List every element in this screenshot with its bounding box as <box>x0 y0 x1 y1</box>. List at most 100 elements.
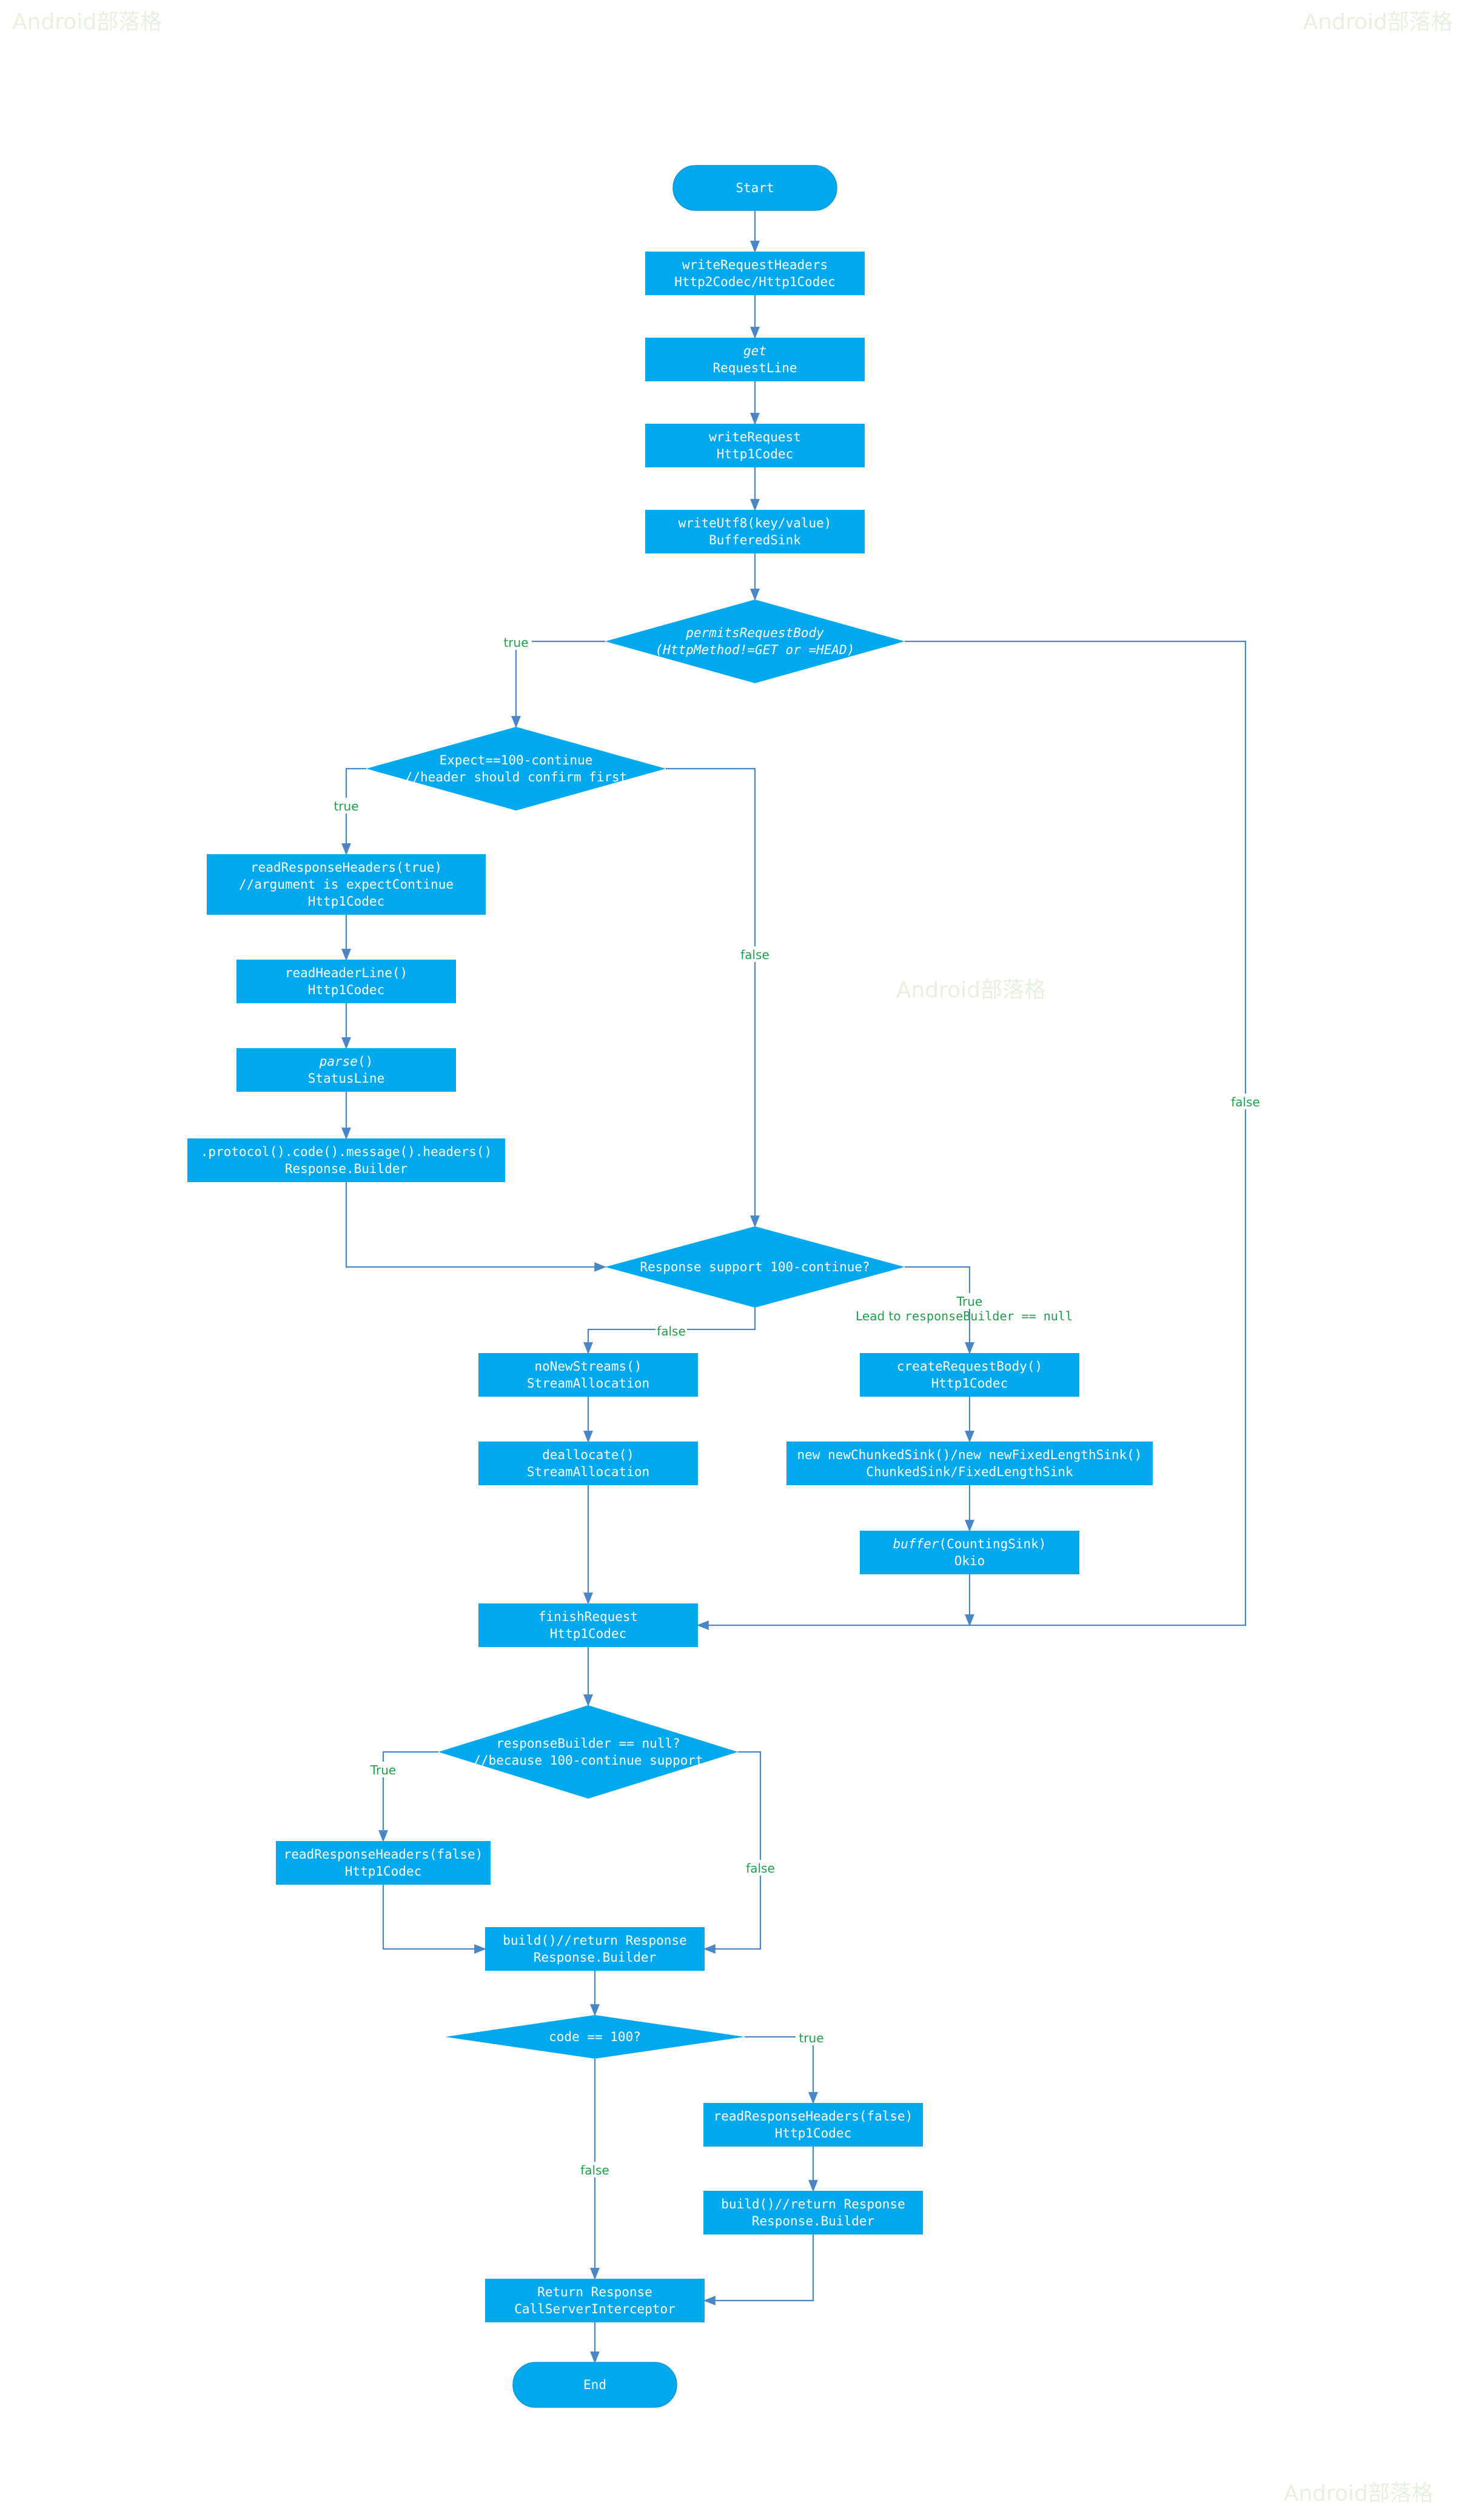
flow-arrow <box>703 1751 762 1954</box>
node-label-line: writeRequestHeaders <box>682 258 828 272</box>
node-protocol: .protocol().code().message().headers() Re… <box>187 1138 505 1182</box>
node-label-line: //header should confirm first <box>405 770 628 784</box>
decision-shape <box>605 1226 905 1308</box>
flow-arrow <box>382 1885 486 1954</box>
node-label-line: .protocol().code().message().headers() <box>201 1145 492 1159</box>
process-shape <box>478 1603 698 1647</box>
node-expect-continue: Expect==100-continue //header should conf… <box>366 727 666 810</box>
decision-shape <box>366 727 666 810</box>
node-label-line: Http1Codec <box>717 447 793 461</box>
flow-arrow <box>378 1751 438 1842</box>
process-shape <box>860 1531 1079 1574</box>
flow-arrow <box>341 767 366 855</box>
flow-arrow <box>511 640 605 728</box>
node-label-line: BufferedSink <box>709 533 801 547</box>
node-label-line: Response.Builder <box>534 1950 656 1965</box>
watermark-text: Android部落格 <box>1284 2481 1433 2506</box>
node-label-line: StreamAllocation <box>527 1376 649 1391</box>
terminal-shape <box>672 165 837 211</box>
node-label-line: readResponseHeaders(true) <box>250 860 442 875</box>
node-code-100: code == 100? <box>445 2015 745 2059</box>
node-label-line: Http1Codec <box>308 983 384 997</box>
node-builder-null: responseBuilder == null? //because 100-co… <box>438 1705 738 1799</box>
node-read-resp-headers-true: readResponseHeaders(true) //argument is e… <box>207 854 486 915</box>
edge-label-expect-true: true <box>334 799 358 814</box>
node-label-line: Http1Codec <box>775 2126 851 2141</box>
node-label-line: writeRequest <box>709 430 801 444</box>
flow-arrow <box>745 2036 818 2104</box>
node-support-continue: Response support 100-continue? <box>605 1226 905 1308</box>
node-label-line: buffer(CountingSink) <box>893 1537 1047 1551</box>
flow-arrow <box>703 2234 814 2305</box>
process-shape <box>645 424 865 467</box>
edge-label-builder-false: false <box>746 1861 775 1876</box>
node-label-line: readHeaderLine() <box>285 966 407 980</box>
edge-label-bg <box>745 1860 776 1876</box>
node-label-line: End <box>583 2378 606 2392</box>
node-label-line: //argument is expectContinue <box>239 877 454 892</box>
edge-label-code-true: true <box>799 2031 823 2045</box>
node-label-line: get <box>743 344 766 358</box>
node-label-line: RequestLine <box>712 361 797 375</box>
process-shape <box>236 1048 456 1092</box>
node-read-resp-headers-false1: readResponseHeaders(false)Http1Codec <box>276 1841 491 1885</box>
node-label-line: Response.Builder <box>752 2214 874 2228</box>
terminal-shape <box>512 2362 677 2408</box>
process-shape <box>703 2191 923 2234</box>
decision-shape <box>605 600 905 683</box>
process-shape <box>860 1353 1079 1397</box>
node-label-line: responseBuilder == null? <box>496 1736 680 1751</box>
node-label-line: parse() <box>319 1054 374 1069</box>
node-label-line: build()//return Response <box>721 2197 905 2211</box>
process-shape <box>478 1442 698 1485</box>
node-label-line: Response support 100-continue? <box>640 1260 870 1274</box>
node-new-sink: new newChunkedSink()/new newFixedLengthS… <box>786 1442 1153 1485</box>
process-shape <box>478 1353 698 1397</box>
node-label-line: Expect==100-continue <box>440 753 593 767</box>
node-label-line: Start <box>736 181 774 195</box>
edge-label-bg <box>954 1293 985 1309</box>
node-label-line: code == 100? <box>549 2030 641 2044</box>
node-label-line: Http2Codec/Http1Codec <box>674 275 836 289</box>
node-label-line: writeUtf8(key/value) <box>679 516 832 530</box>
decision-shape <box>438 1705 738 1799</box>
process-shape <box>703 2103 923 2147</box>
node-label-line: StatusLine <box>308 1071 384 1086</box>
flow-arrow <box>345 1182 606 1272</box>
node-label-line: ChunkedSink/FixedLengthSink <box>866 1465 1073 1479</box>
node-create-body: createRequestBody() Http1Codec <box>860 1353 1079 1397</box>
flow-arrow <box>666 767 760 1228</box>
node-buffer: buffer(CountingSink)Okio <box>860 1531 1079 1574</box>
edge-label-bg <box>367 1762 399 1777</box>
edge-label-support-true: True <box>956 1294 982 1309</box>
node-label-line: build()//return Response <box>503 1933 686 1948</box>
node-label-line: Response.Builder <box>285 1161 407 1176</box>
node-parse: parse() StatusLine <box>236 1048 456 1092</box>
edge-label-permits-true: true <box>503 635 528 650</box>
edge-label-bg <box>579 2162 611 2177</box>
node-permits-body: permitsRequestBody(HttpMethod!=GET or =H… <box>605 600 905 683</box>
node-start: Start <box>672 165 837 211</box>
process-shape <box>645 338 865 381</box>
node-label-line: Http1Codec <box>931 1376 1008 1391</box>
node-label-line: //because 100-continue support <box>473 1753 703 1768</box>
process-shape <box>645 510 865 553</box>
node-label-line: Http1Codec <box>308 894 384 909</box>
process-shape <box>485 1927 705 1971</box>
edge-label-permits-false: false <box>1231 1095 1260 1109</box>
node-label-line: finishRequest <box>538 1609 638 1624</box>
watermark-text: Android部落格 <box>12 10 162 35</box>
watermark-text: Android部落格 <box>896 978 1046 1003</box>
edge-label-bg <box>655 1323 687 1339</box>
node-label-line: new newChunkedSink()/new newFixedLengthS… <box>797 1448 1142 1462</box>
node-label-line: createRequestBody() <box>897 1359 1042 1374</box>
edge-label-support-true-note: Lead to responseBuilder == null <box>856 1309 1073 1323</box>
